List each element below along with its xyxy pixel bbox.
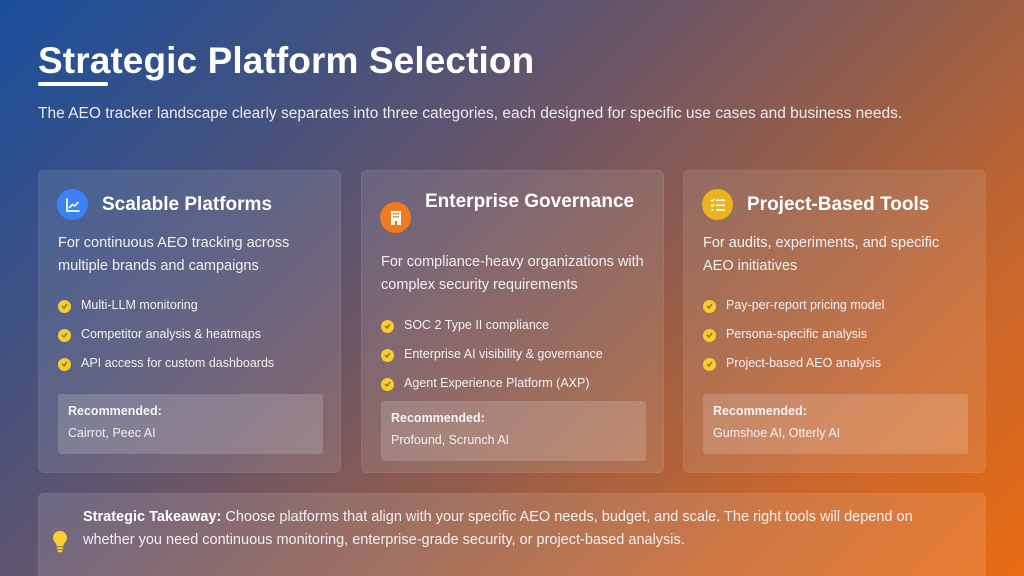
recommended-value: Profound, Scrunch AI <box>391 433 510 447</box>
takeaway-text: Strategic Takeaway: Choose platforms tha… <box>83 506 963 551</box>
page-title: Strategic Platform Selection <box>38 40 535 81</box>
feature-list: Multi-LLM monitoring Competitor analysis… <box>58 290 274 377</box>
checklist-icon <box>702 189 733 220</box>
recommended-label: Recommended: <box>713 404 807 418</box>
check-icon <box>703 328 716 342</box>
chart-line-icon <box>57 189 88 220</box>
feature-item: Multi-LLM monitoring <box>58 290 274 319</box>
feature-item: Agent Experience Platform (AXP) <box>381 368 603 397</box>
recommended-box: Recommended: Cairrot, Peec AI <box>58 394 323 454</box>
card-description: For continuous AEO tracking across multi… <box>58 235 290 274</box>
title-underline <box>38 82 108 86</box>
page-subtitle: The AEO tracker landscape clearly separa… <box>38 105 903 122</box>
card-title: Project-Based Tools <box>747 193 930 215</box>
takeaway-label: Strategic Takeaway: <box>83 509 222 525</box>
card-description: For audits, experiments, and specific AE… <box>703 235 940 274</box>
check-icon <box>381 348 394 362</box>
check-icon <box>381 319 394 333</box>
feature-item: Persona-specific analysis <box>703 319 884 348</box>
lightbulb-icon <box>52 530 68 559</box>
recommended-value: Gumshoe AI, Otterly AI <box>713 426 841 440</box>
check-icon <box>703 357 716 371</box>
recommended-label: Recommended: <box>391 411 485 425</box>
check-icon <box>58 299 71 313</box>
card-description: For compliance-heavy organizations with … <box>381 254 644 293</box>
takeaway-body: Choose platforms that align with your sp… <box>83 509 913 548</box>
recommended-box: Recommended: Profound, Scrunch AI <box>381 401 646 461</box>
card-header: Project-Based Tools <box>702 189 929 220</box>
check-icon <box>703 299 716 313</box>
check-icon <box>58 328 71 342</box>
card-header: Scalable Platforms <box>57 189 272 220</box>
check-icon <box>58 357 71 371</box>
strategic-takeaway-box: Strategic Takeaway: Choose platforms tha… <box>38 493 986 576</box>
recommended-value: Cairrot, Peec AI <box>68 426 156 440</box>
feature-item: Pay-per-report pricing model <box>703 290 884 319</box>
check-icon <box>381 377 394 391</box>
building-icon <box>380 202 411 233</box>
card-project-based-tools: Project-Based Tools For audits, experime… <box>683 170 986 473</box>
card-scalable-platforms: Scalable Platforms For continuous AEO tr… <box>38 170 341 473</box>
card-title: Enterprise Governance <box>425 191 635 212</box>
card-enterprise-governance: Enterprise Governance For compliance-hea… <box>361 170 664 473</box>
card-header: Enterprise Governance <box>380 189 634 233</box>
feature-item: Enterprise AI visibility & governance <box>381 339 603 368</box>
feature-list: SOC 2 Type II compliance Enterprise AI v… <box>381 310 603 397</box>
feature-list: Pay-per-report pricing model Persona-spe… <box>703 290 884 377</box>
feature-item: SOC 2 Type II compliance <box>381 310 603 339</box>
feature-item: Competitor analysis & heatmaps <box>58 319 274 348</box>
recommended-box: Recommended: Gumshoe AI, Otterly AI <box>703 394 968 454</box>
feature-item: Project-based AEO analysis <box>703 348 884 377</box>
card-title: Scalable Platforms <box>102 193 273 215</box>
feature-item: API access for custom dashboards <box>58 348 274 377</box>
recommended-label: Recommended: <box>68 404 162 418</box>
